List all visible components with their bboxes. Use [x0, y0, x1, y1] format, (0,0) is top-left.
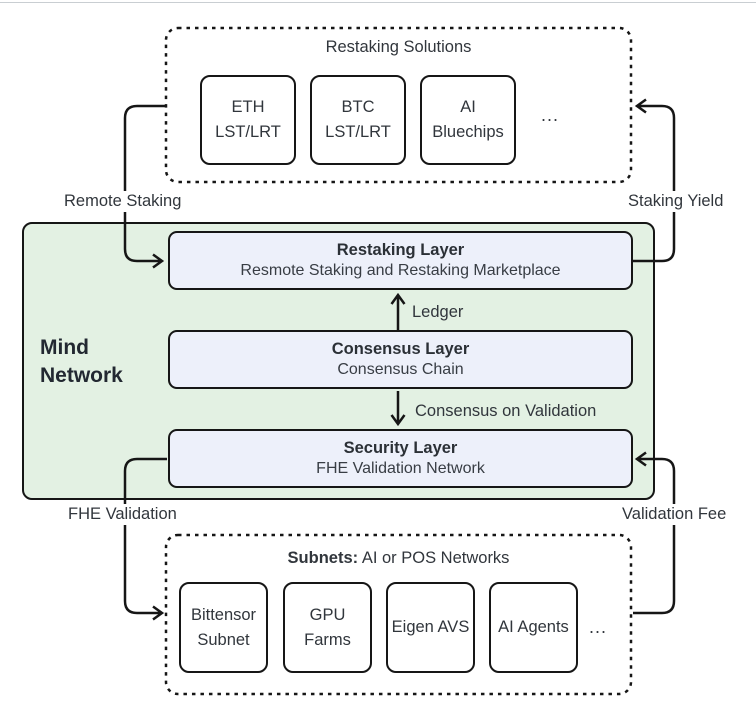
subnets-title-rest: AI or POS Networks — [358, 549, 510, 567]
node-ai-agents: AI Agents — [489, 582, 578, 673]
consensus-on-validation-arrow-label: Consensus on Validation — [415, 402, 597, 420]
ledger-arrow-label: Ledger — [412, 303, 464, 321]
restaking-layer-subtitle: Resmote Staking and Restaking Marketplac… — [240, 262, 561, 279]
node-ai-agents-label: AI Agents — [498, 618, 569, 636]
node-gpu-farms-label: GPU Farms — [304, 605, 351, 649]
remote-staking-label: Remote Staking — [60, 191, 186, 212]
node-gpu-farms: GPU Farms — [283, 582, 372, 673]
mind-network-title: Mind Network — [40, 336, 123, 387]
security-layer-title: Security Layer — [343, 439, 458, 457]
security-layer-subtitle: FHE Validation Network — [316, 460, 485, 477]
restaking-solutions-ellipsis: ... — [541, 105, 560, 125]
validation-fee-label: Validation Fee — [618, 504, 731, 525]
node-bittensor-subnet-label: Bittensor Subnet — [190, 605, 257, 649]
node-bittensor-subnet: Bittensor Subnet — [179, 582, 268, 673]
node-btc-lst-lrt: BTC LST/LRT — [310, 75, 406, 165]
consensus-layer-title: Consensus Layer — [331, 340, 470, 358]
node-ai-bluechips: AI Bluechips — [420, 75, 516, 165]
node-eigen-avs: Eigen AVS — [386, 582, 475, 673]
restaking-solutions-title: Restaking Solutions — [325, 38, 472, 56]
restaking-layer-title: Restaking Layer — [336, 241, 465, 259]
node-ai-bluechips-label: AI Bluechips — [432, 98, 504, 141]
node-eth-lst-lrt-label: ETH LST/LRT — [215, 98, 281, 141]
subnets-ellipsis: ... — [589, 617, 608, 637]
node-eth-lst-lrt: ETH LST/LRT — [200, 75, 296, 165]
consensus-layer-box: Consensus Layer Consensus Chain — [168, 330, 633, 389]
staking-yield-label: Staking Yield — [624, 191, 728, 212]
security-layer-box: Security Layer FHE Validation Network — [168, 429, 633, 488]
top-divider-line — [0, 2, 756, 3]
fhe-validation-label: FHE Validation — [64, 504, 181, 525]
consensus-layer-subtitle: Consensus Chain — [337, 361, 464, 378]
node-eigen-avs-label: Eigen AVS — [391, 618, 470, 636]
restaking-layer-box: Restaking Layer Resmote Staking and Rest… — [168, 231, 633, 290]
node-btc-lst-lrt-label: BTC LST/LRT — [325, 98, 391, 141]
subnets-title-bold: Subnets: — [287, 549, 359, 567]
subnets-title: Subnets: AI or POS Networks — [165, 549, 632, 568]
